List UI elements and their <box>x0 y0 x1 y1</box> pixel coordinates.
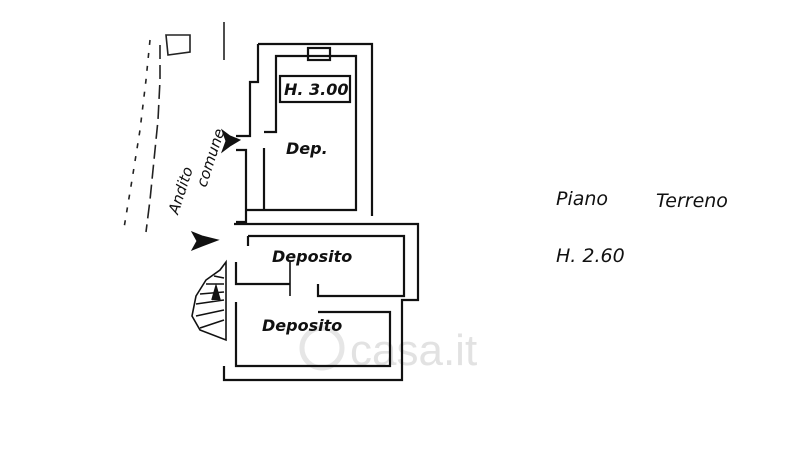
watermark-text: casa.it <box>350 326 477 375</box>
corridor-label-comune: comune <box>193 126 229 189</box>
floor-name-terreno: Terreno <box>656 190 728 212</box>
entrance-arrow-icon <box>220 128 242 154</box>
deposito-upper-label: Deposito <box>272 247 352 266</box>
dep-outer-left-upper <box>236 44 260 138</box>
floor-name-piano: Piano <box>556 188 608 210</box>
dep-outer-top-right <box>258 42 374 216</box>
deposito-upper-inner <box>248 234 406 298</box>
corridor-top-notch <box>165 34 191 56</box>
corridor-left-line <box>145 45 161 233</box>
room-dep-walls <box>236 42 374 224</box>
dep-inner-walls <box>246 54 358 212</box>
dep-height-label: H. 3.00 <box>284 80 349 99</box>
deposito-outer <box>222 222 420 382</box>
dep-height-box <box>278 74 352 104</box>
dep-room-label: Dep. <box>286 139 328 158</box>
corridor-left-dotted <box>123 39 151 229</box>
floor-height-label: H. 2.60 <box>556 245 625 267</box>
deposito-lower-inner <box>234 302 392 368</box>
dep-outer-left-lower <box>236 148 248 224</box>
watermark-logo-icon <box>299 325 345 371</box>
corridor-label-andito: Andito <box>164 165 196 218</box>
dep-vent <box>306 46 332 62</box>
stair-symbol-icon <box>191 259 227 342</box>
corridor-outline <box>123 22 225 233</box>
entrance-arrow-icon <box>190 231 220 251</box>
room-deposito-walls <box>222 222 420 382</box>
deposito-mid-wall-left <box>234 262 290 286</box>
deposito-lower-label: Deposito <box>262 316 342 335</box>
